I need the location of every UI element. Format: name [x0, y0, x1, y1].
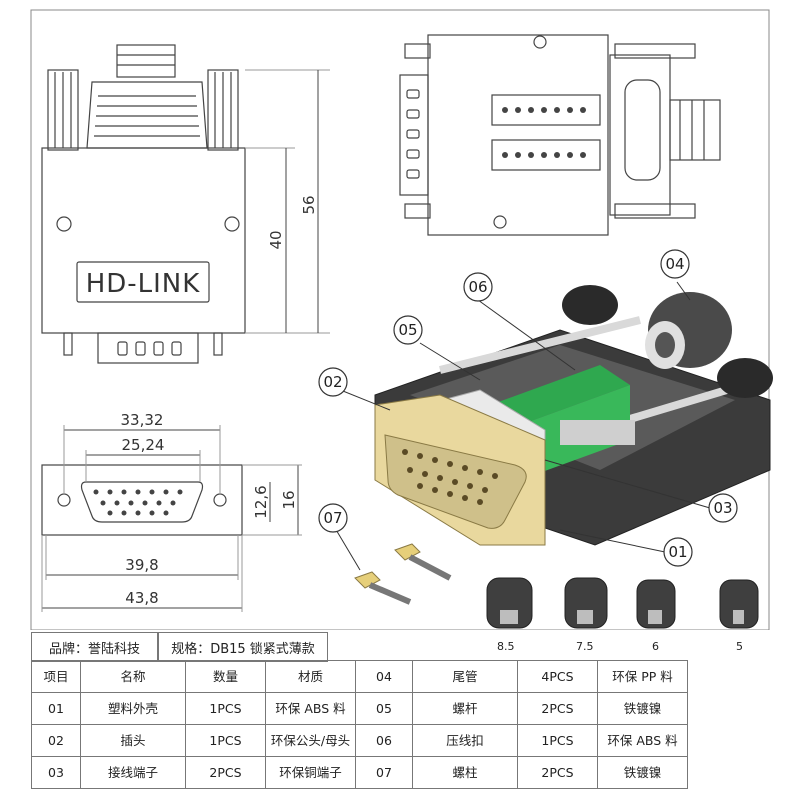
table-cell: 铁镀镍	[597, 692, 688, 725]
dim-height-body: 40	[267, 230, 285, 249]
table-cell: 06	[355, 724, 413, 757]
table-cell: 螺杆	[412, 692, 518, 725]
bottom-view-drawing	[41, 464, 243, 536]
table-cell: 环保公头/母头	[265, 724, 356, 757]
table-cell: 4PCS	[517, 660, 598, 693]
table-cell: 2PCS	[185, 756, 266, 789]
grommet-size-label-2: 7.5	[576, 640, 594, 653]
callout-01: 01	[668, 543, 687, 561]
dim-depth-small: 12,6	[252, 485, 270, 518]
dim-width-outer: 33,32	[121, 411, 164, 429]
table-cell: 数量	[185, 660, 266, 693]
table-row: 01 塑料外壳 1PCS 环保 ABS 料 05 螺杆 2PCS 铁镀镍	[31, 692, 688, 725]
grommet-size-label-1: 8.5	[497, 640, 515, 653]
spec-brand: 品牌：誉陆科技	[31, 632, 158, 662]
callout-04: 04	[665, 255, 684, 273]
table-cell: 05	[355, 692, 413, 725]
front-view-drawing	[41, 44, 246, 364]
table-cell: 2PCS	[517, 692, 598, 725]
grommet-size-label-3: 6	[652, 640, 659, 653]
table-cell: 接线端子	[80, 756, 186, 789]
callout-03: 03	[713, 499, 732, 517]
table-cell: 02	[31, 724, 81, 757]
exploded-view-drawing	[354, 285, 773, 629]
spec-row: 品牌：誉陆科技 规格：DB15 锁紧式薄款	[31, 632, 328, 662]
callout-group	[318, 249, 738, 567]
dim-depth: 16	[280, 490, 298, 509]
grommet-size-label-4: 5	[736, 640, 743, 653]
table-cell: 螺柱	[412, 756, 518, 789]
table-cell: 插头	[80, 724, 186, 757]
parts-table: 项目 名称 数量 材质 04 尾管 4PCS 环保 PP 料 01 塑料外壳 1…	[31, 660, 688, 789]
table-cell: 材质	[265, 660, 356, 693]
table-cell: 铁镀镍	[597, 756, 688, 789]
table-cell: 07	[355, 756, 413, 789]
table-cell: 环保铜端子	[265, 756, 356, 789]
table-cell: 03	[31, 756, 81, 789]
dim-width-total: 43,8	[125, 589, 158, 607]
brand-label: HD-LINK	[86, 269, 201, 299]
table-row: 03 接线端子 2PCS 环保铜端子 07 螺柱 2PCS 铁镀镍	[31, 756, 688, 789]
table-cell: 01	[31, 692, 81, 725]
table-cell: 1PCS	[185, 724, 266, 757]
table-cell: 环保 ABS 料	[265, 692, 356, 725]
table-cell: 压线扣	[412, 724, 518, 757]
table-cell: 环保 PP 料	[597, 660, 688, 693]
spec-model: 规格：DB15 锁紧式薄款	[158, 632, 328, 662]
callout-05: 05	[398, 321, 417, 339]
table-header-row: 项目 名称 数量 材质 04 尾管 4PCS 环保 PP 料	[31, 660, 688, 693]
table-cell: 2PCS	[517, 756, 598, 789]
callout-02: 02	[323, 373, 342, 391]
callout-06: 06	[468, 278, 487, 296]
table-cell: 尾管	[412, 660, 518, 693]
callout-07: 07	[323, 509, 342, 527]
top-view-drawing	[399, 34, 721, 236]
table-row: 02 插头 1PCS 环保公头/母头 06 压线扣 1PCS 环保 ABS 料	[31, 724, 688, 757]
table-cell: 名称	[80, 660, 186, 693]
technical-drawing: HD-LINK 40 56	[30, 9, 773, 630]
dim-height-total: 56	[300, 195, 318, 214]
table-cell: 1PCS	[185, 692, 266, 725]
table-cell: 项目	[31, 660, 81, 693]
table-cell: 塑料外壳	[80, 692, 186, 725]
dim-width-body: 39,8	[125, 556, 158, 574]
table-cell: 1PCS	[517, 724, 598, 757]
table-cell: 04	[355, 660, 413, 693]
table-cell: 环保 ABS 料	[597, 724, 688, 757]
dim-width-inner: 25,24	[122, 436, 165, 454]
